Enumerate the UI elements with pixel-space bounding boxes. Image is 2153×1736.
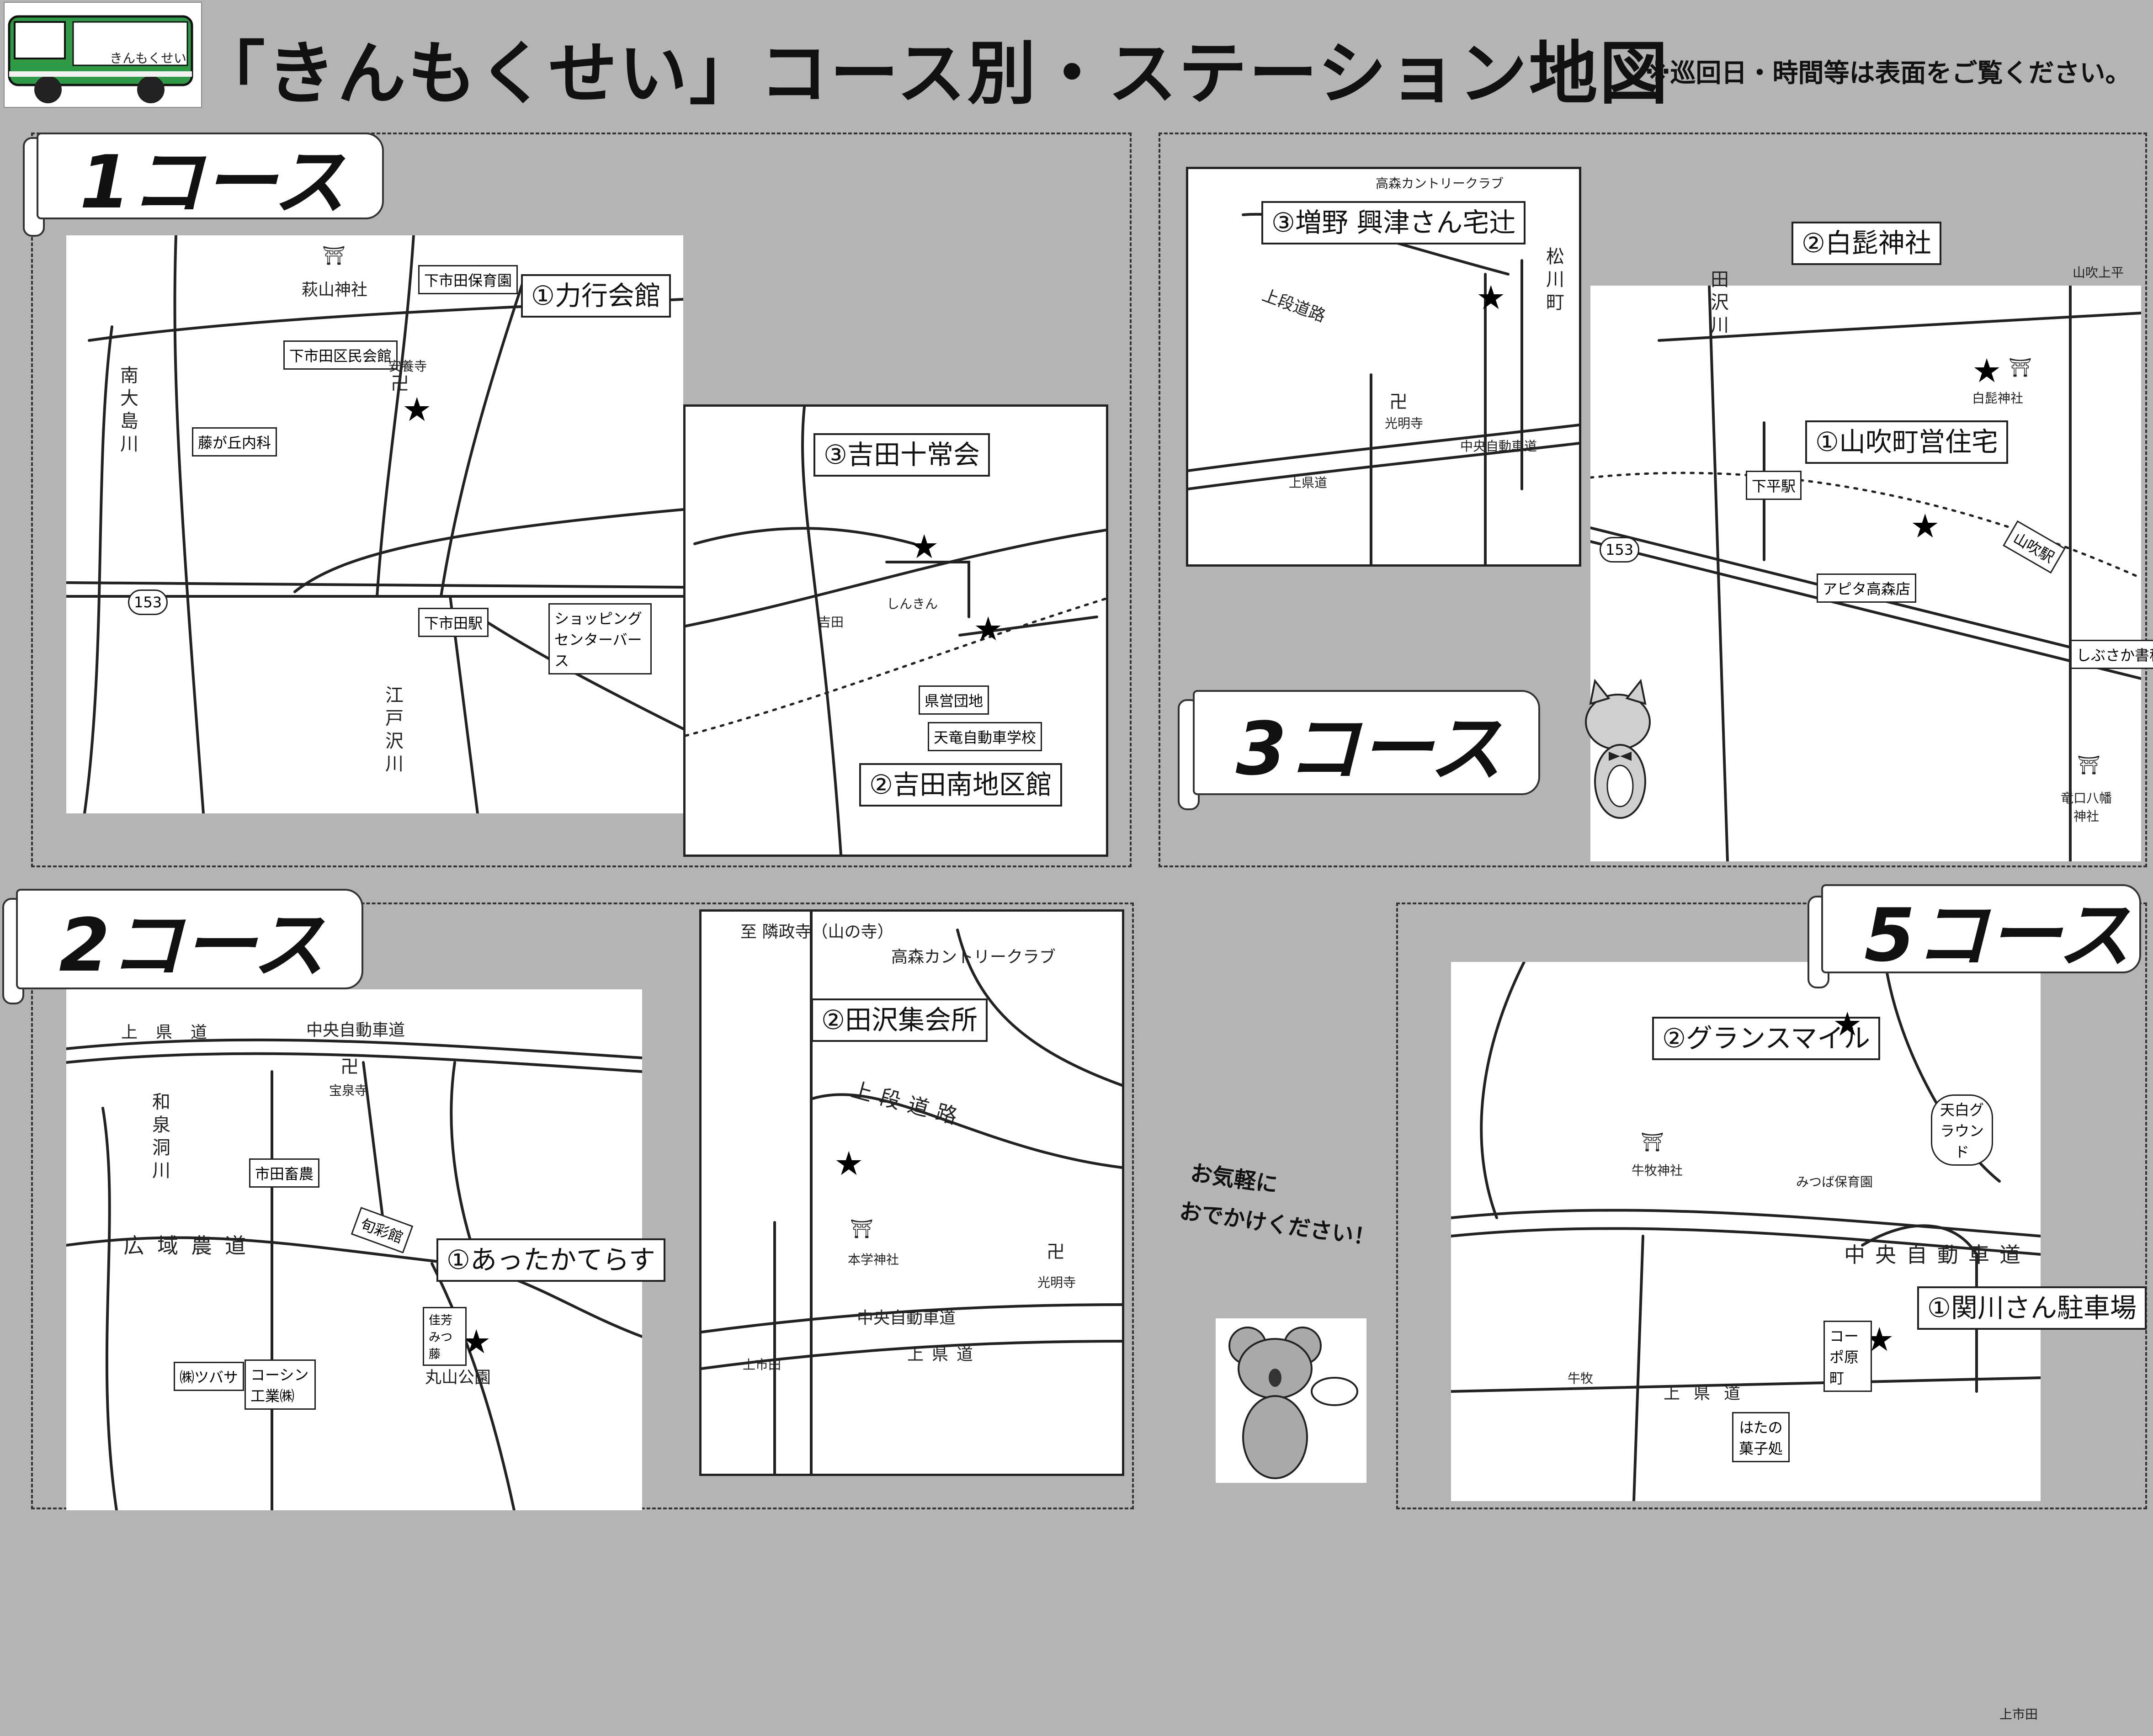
map-label: 下市田保育園 — [418, 265, 518, 294]
map-label: 竜口八幡神社 — [2060, 791, 2112, 824]
map-label: 丸山公園 — [425, 1368, 491, 1387]
station-2-2: ②田沢集会所 — [811, 998, 988, 1042]
map-label: 白髭神社 — [1972, 391, 2024, 406]
map-label: 佳芳みつ藤 — [423, 1307, 467, 1366]
map-label: 県営団地 — [919, 685, 989, 715]
map-label: 上市田 — [743, 1357, 781, 1372]
map-label: 光明寺 — [1385, 416, 1424, 431]
shrine-icon: ⛩ — [2009, 357, 2032, 378]
map-label: 牛牧神社 — [1632, 1163, 1683, 1178]
invitation-message: おでかけください！ — [1178, 1198, 1377, 1251]
shrine-icon: ⛩ — [2077, 755, 2100, 776]
map-label: 萩山神社 — [302, 281, 368, 299]
river-label: 江戸沢川 — [382, 685, 403, 777]
map-label: 上県道 — [1289, 475, 1328, 490]
map-label: ㈱ツバサ — [174, 1362, 245, 1391]
map-label: 山吹上平 — [2073, 265, 2124, 280]
map-label: 安養寺 — [388, 359, 427, 374]
course1-map-a — [65, 234, 685, 815]
map-label: コーシン工業㈱ — [245, 1359, 316, 1410]
river-label: 田沢川 — [1707, 270, 1728, 338]
map-label: 下市田駅 — [418, 608, 489, 637]
river-label: 南大島川 — [117, 366, 138, 457]
course3-banner: 3コース — [1193, 690, 1540, 795]
map-label: 天竜自動車学校 — [928, 722, 1042, 751]
temple-icon: 卍 — [391, 373, 409, 394]
map-label: 下平駅 — [1746, 471, 1802, 500]
course5-region — [1396, 903, 2147, 1509]
course1-banner: 1コース — [37, 133, 384, 225]
map-label: 高森カントリークラブ — [1376, 176, 1504, 191]
temple-icon: 卍 — [1047, 1242, 1065, 1263]
station-5-2: ②グランスマイル — [1652, 1017, 1881, 1060]
station-marker: ★ — [1910, 507, 1940, 545]
course3-region — [1159, 133, 2147, 867]
map-label: 天白グラウンド — [1931, 1094, 1993, 1166]
map-label: 吉田 — [818, 615, 844, 630]
map-label: 下市田区民会館 — [283, 340, 398, 370]
map-label: 松川町 — [1543, 247, 1564, 315]
station-marker: ★ — [1972, 351, 2002, 390]
station-1-1: ①力行会館 — [521, 274, 671, 318]
koala-illustration — [1216, 1318, 1366, 1483]
map-label: 高森カントリークラブ — [891, 948, 1056, 966]
map-label: 中央自動車道 — [1844, 1242, 2031, 1267]
course2-banner: 2コース — [16, 889, 363, 989]
river-label: 和泉洞川 — [149, 1092, 170, 1184]
station-5-1: ①関川さん駐車場 — [1917, 1286, 2147, 1330]
cat-illustration — [1563, 676, 1691, 832]
station-3-2: ②白髭神社 — [1792, 222, 1941, 265]
schedule-note: ※巡回日・時間等は表面をご覧ください。 — [1645, 58, 2131, 88]
map-label: 光明寺 — [1037, 1275, 1076, 1290]
map-label: ショッピングセンターバース — [548, 603, 652, 674]
station-marker: ★ — [402, 390, 432, 429]
map-label: 上県道 — [907, 1345, 982, 1364]
station-3-1: ①山吹町営住宅 — [1805, 420, 2008, 464]
temple-icon: 卍 — [340, 1056, 359, 1078]
map-label: はたの菓子処 — [1732, 1412, 1790, 1462]
map-label: 牛牧 — [1568, 1371, 1594, 1386]
map-label: 中央自動車道 — [857, 1309, 956, 1327]
route-153-icon: 153 — [1600, 537, 1640, 563]
map-label: 広域農道 — [123, 1233, 259, 1258]
page-title: 「きんもくせい」コース別・ステーション地図 — [197, 34, 1670, 114]
station-1-2: ②吉田南地区館 — [859, 763, 1062, 807]
map-label: 至 隣政寺（山の寺） — [740, 923, 894, 941]
shrine-icon: ⛩ — [1641, 1132, 1664, 1153]
course2-map-b — [699, 909, 1124, 1476]
station-marker: ★ — [834, 1144, 864, 1183]
invitation-message: お気軽に — [1189, 1160, 1280, 1198]
bus-text: きんもくせい — [110, 51, 187, 66]
map-label: しんきん — [887, 596, 938, 611]
map-label: しぶさか書科 — [2070, 640, 2153, 669]
map-label: アピタ高森店 — [1817, 573, 1917, 603]
station-marker: ★ — [973, 610, 1003, 648]
bus-illustration: きんもくせい — [4, 2, 202, 108]
station-marker: ★ — [909, 527, 939, 566]
station-3-3: ③増野 興津さん宅辻 — [1261, 201, 1526, 244]
map-label: 中央自動車道 — [1460, 439, 1537, 454]
course5-banner: 5コース — [1821, 884, 2141, 978]
shrine-icon: ⛩ — [850, 1219, 873, 1240]
map-label: 本学神社 — [848, 1252, 899, 1267]
map-label: 藤が丘内科 — [192, 427, 277, 457]
map-label: コーポ原町 — [1823, 1321, 1872, 1392]
station-marker: ★ — [1833, 1005, 1862, 1043]
station-1-3: ③吉田十常会 — [813, 433, 990, 477]
station-marker: ★ — [1476, 278, 1506, 317]
footer-label: 上市田 — [1999, 1707, 2038, 1722]
temple-icon: 卍 — [1389, 392, 1408, 413]
map-label: 上県道 — [121, 1023, 226, 1042]
map-label: 中央自動車道 — [306, 1021, 405, 1040]
route-153-icon: 153 — [128, 589, 168, 615]
map-label: みつば保育園 — [1796, 1174, 1873, 1189]
map-label: 市田畜農 — [249, 1158, 320, 1188]
station-2-1: ①あったかてらす — [436, 1238, 665, 1282]
map-label: 上県道 — [1664, 1384, 1754, 1403]
shrine-icon: ⛩ — [322, 245, 346, 266]
map-label: 宝泉寺 — [329, 1083, 368, 1098]
course2-map-a — [65, 989, 643, 1512]
course1-region — [31, 133, 1132, 867]
